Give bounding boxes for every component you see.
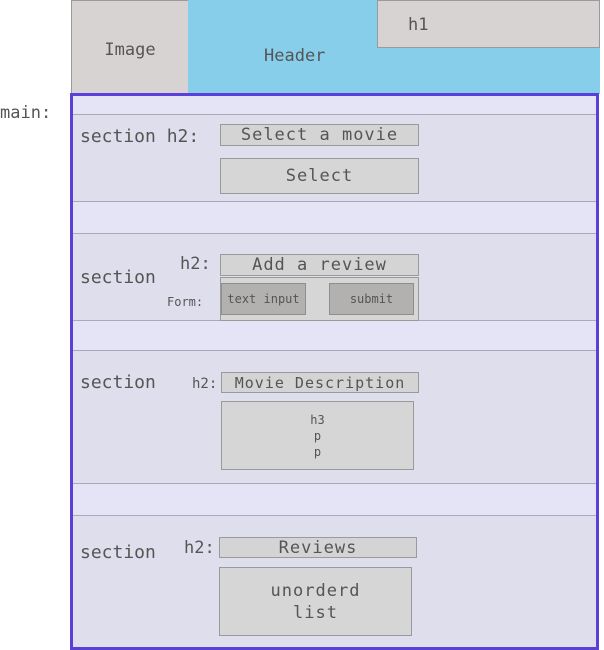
text-input-label: text input (227, 292, 300, 306)
main-label: main: (0, 103, 52, 123)
review-form: text input submit (220, 277, 419, 321)
section-label: section (80, 542, 156, 563)
description-content: h3 p p (221, 401, 414, 470)
section-select-movie: section h2: Select a movie Select (71, 114, 598, 202)
image-label: Image (104, 40, 156, 60)
h2-label: Movie Description (234, 373, 406, 392)
h2-reviews: Reviews (219, 537, 417, 558)
list-line: list (293, 602, 338, 623)
header-label: Header (264, 46, 326, 66)
select-dropdown[interactable]: Select (220, 158, 419, 194)
h2-select-movie: Select a movie (220, 124, 419, 146)
section-movie-description: section h2: Movie Description h3 p p (71, 350, 598, 484)
h1-box: h1 (377, 0, 600, 48)
header-image-box: Image (71, 0, 189, 94)
section-reviews: section h2: Reviews unorderd list (71, 515, 598, 649)
section-label: section h2: (80, 126, 200, 147)
select-label: Select (285, 166, 354, 186)
h2-prefix: h2: (180, 254, 211, 274)
list-line: unorderd (270, 580, 361, 601)
form-label: Form: (167, 295, 204, 309)
p-line: p (313, 444, 322, 459)
h2-label: Reviews (278, 537, 358, 558)
h1-label: h1 (408, 15, 429, 35)
section-add-review: section h2: Add a review Form: text inpu… (71, 233, 598, 321)
h3-line: h3 (310, 412, 325, 427)
submit-label: submit (349, 292, 394, 306)
section-label: section (80, 372, 156, 393)
p-line: p (313, 428, 322, 443)
h2-label: Select a movie (240, 125, 399, 145)
h2-add-review: Add a review (220, 254, 419, 276)
h2-label: Add a review (252, 255, 387, 275)
h2-prefix: h2: (184, 538, 215, 558)
h2-movie-description: Movie Description (221, 372, 419, 393)
section-label: section (80, 267, 156, 288)
submit-button[interactable]: submit (329, 283, 414, 315)
reviews-list: unorderd list (219, 567, 412, 636)
text-input[interactable]: text input (221, 283, 306, 315)
h2-prefix: h2: (192, 376, 218, 392)
